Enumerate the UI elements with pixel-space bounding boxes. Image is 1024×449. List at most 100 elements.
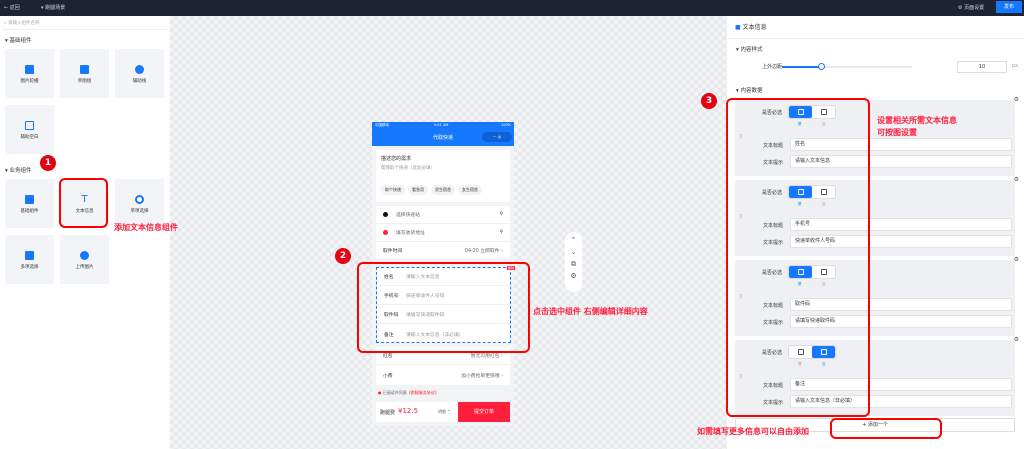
required-yes-option[interactable] (789, 266, 812, 278)
order-bar: 跑腿费 ¥12.5 明细 ^ 提交订单 (376, 402, 510, 422)
required-toggle[interactable] (788, 185, 836, 199)
tile-divider[interactable]: 辅助线 (115, 49, 164, 98)
biz-section-title[interactable]: ▾ 业务组件 (5, 168, 32, 174)
field-hint: 快递单收件人号码 (406, 294, 445, 299)
title-input[interactable]: 备注 (790, 378, 1012, 391)
need-card: 描述您的需求 帮我取个快递（此处必填） 取个快递看急用男生宿舍女生宿舍 (376, 150, 510, 202)
checkbox-icon (820, 109, 827, 115)
tile-spacer[interactable]: 辅助空白 (5, 105, 54, 154)
station-row[interactable]: 选择快递站⚲ (376, 206, 510, 224)
tag[interactable]: 女生宿舍 (458, 185, 482, 195)
move-down-icon[interactable]: ⌄ (570, 248, 577, 256)
address-row[interactable]: 填写收货地址⚲ (376, 224, 510, 242)
settings-icon[interactable]: ⚙ (570, 272, 577, 280)
tile-label: 单图组 (77, 79, 92, 84)
fee-label: 跑腿费 (380, 410, 396, 416)
hint-label: 文本提示 (763, 240, 784, 246)
tile-single-image[interactable]: 单图组 (60, 49, 109, 98)
component-search-input[interactable]: ⌕ 请输入组件名称 (2, 18, 168, 30)
tile-image-carousel[interactable]: 图片轮播 (5, 49, 54, 98)
basic-section-label: 基础组件 (9, 38, 32, 44)
hint-input[interactable]: 请输入文本信息 (790, 155, 1012, 168)
required-no-option[interactable] (812, 186, 835, 198)
publish-button[interactable]: 发布 (996, 1, 1022, 13)
style-section-toggle[interactable]: ▾ 内容样式 (736, 47, 763, 53)
phone-preview: 中国移动 9:41 AM 100% 代取快递 ··· ◎ 描述您的需求 帮我取个… (372, 122, 515, 425)
field-row[interactable]: 备注请输入文本信息（非必填） (377, 325, 510, 343)
step-3-badge: 3 (701, 93, 717, 109)
step-1-badge: 1 (40, 155, 56, 171)
text-info-component-selected[interactable]: 删除 姓名请输入文本信息 手机号快递单收件人号码 取件码请填写快递取件码 备注请… (376, 266, 515, 343)
tip-row[interactable]: 小费加小费抢单更快哦 › (376, 366, 510, 384)
capsule-menu[interactable]: ··· ◎ (482, 132, 512, 142)
margin-slider[interactable] (782, 63, 912, 70)
detail-button[interactable]: 明细 ^ (438, 409, 451, 414)
required-yes-option[interactable] (789, 106, 812, 118)
delete-button[interactable]: 删除 (506, 266, 515, 270)
drag-handle-icon[interactable]: ⠿ (739, 374, 743, 380)
hint-label: 文本提示 (763, 320, 784, 326)
title-input[interactable]: 手机号 (790, 218, 1012, 231)
margin-unit: px (1012, 63, 1019, 69)
required-yes-option[interactable] (789, 346, 812, 358)
gear-icon[interactable]: ⚙ (1013, 96, 1019, 103)
phone-header: 中国移动 9:41 AM 100% 代取快递 ··· ◎ (372, 122, 514, 146)
gear-icon[interactable]: ⚙ (1013, 336, 1019, 343)
title-input[interactable]: 取件码 (790, 298, 1012, 311)
slider-handle[interactable] (818, 63, 825, 70)
agree-text: 已阅读并同意 (382, 390, 407, 395)
agreement-link[interactable]: 《跑腿服务协议》 (406, 390, 439, 395)
required-toggle[interactable] (788, 265, 836, 279)
text-t-icon: T (81, 194, 88, 205)
required-yes-option[interactable] (789, 186, 812, 198)
field-row[interactable]: 姓名请输入文本信息 (377, 268, 510, 286)
tile-basic-component[interactable]: 基础组件 (5, 179, 54, 228)
tile-upload-image[interactable]: 上传图片 (60, 235, 109, 284)
tip-label: 小费 (383, 373, 393, 379)
agreement-row[interactable]: ● 已阅读并同意《跑腿服务协议》 (378, 390, 439, 396)
margin-input[interactable]: 10 (957, 61, 1007, 73)
drag-handle-icon[interactable]: ⠿ (739, 214, 743, 220)
move-up-icon[interactable]: ⌃ (570, 236, 577, 244)
required-label: 是否必选 (762, 190, 783, 196)
redpack-row[interactable]: 红包暂无可用红包 › (376, 347, 510, 365)
required-no-option[interactable] (812, 266, 835, 278)
back-button[interactable]: ← 返回 (4, 5, 20, 11)
annotation-settings-1: 设置相关所需文本信息 (877, 116, 957, 125)
hint-input[interactable]: 请填写快递取件码 (790, 315, 1012, 328)
title-label: 文本标题 (763, 223, 784, 229)
square-icon (25, 121, 34, 130)
tile-single-choice[interactable]: 单项选择 (115, 179, 164, 228)
tag[interactable]: 看急用 (408, 185, 428, 195)
data-section-toggle[interactable]: ▾ 内容数据 (736, 88, 763, 94)
required-no-option[interactable] (812, 106, 835, 118)
required-no-option[interactable] (812, 346, 835, 358)
tile-multi-choice[interactable]: 多项选择 (5, 235, 54, 284)
page-settings-button[interactable]: ⚙ 页面设置 (958, 5, 985, 11)
need-input[interactable]: 帮我取个快递（此处必填） (381, 166, 435, 171)
drag-handle-icon[interactable]: ⠿ (739, 134, 743, 140)
required-toggle[interactable] (788, 105, 836, 119)
check-circle-icon[interactable]: ● (378, 390, 382, 395)
gear-icon[interactable]: ⚙ (1013, 176, 1019, 183)
hint-input[interactable]: 请输入文本信息（非必填） (790, 395, 1012, 408)
tag[interactable]: 取个快递 (381, 185, 405, 195)
submit-order-button[interactable]: 提交订单 (458, 402, 510, 422)
hint-input[interactable]: 快递单收件人号码 (790, 235, 1012, 248)
field-row[interactable]: 取件码请填写快递取件码 (377, 306, 510, 324)
required-toggle[interactable] (788, 345, 836, 359)
drag-handle-icon[interactable]: ⠿ (739, 294, 743, 300)
tag[interactable]: 男生宿舍 (431, 185, 455, 195)
basic-section-title[interactable]: ▾ 基础组件 (5, 38, 32, 44)
title-input[interactable]: 姓名 (790, 138, 1012, 151)
text-item-card: ⠿ ⚙ 是否必选 是 否 文本标题 取件码 文本提示 请填写快递取件码 (735, 256, 1019, 336)
gear-icon[interactable]: ⚙ (1013, 256, 1019, 263)
field-row[interactable]: 手机号快递单收件人号码 (377, 287, 510, 305)
highlight-add-button (830, 418, 942, 439)
highlight-settings (726, 98, 870, 417)
tile-label: 辅助空白 (20, 135, 39, 140)
copy-icon[interactable]: ⧉ (571, 260, 576, 268)
